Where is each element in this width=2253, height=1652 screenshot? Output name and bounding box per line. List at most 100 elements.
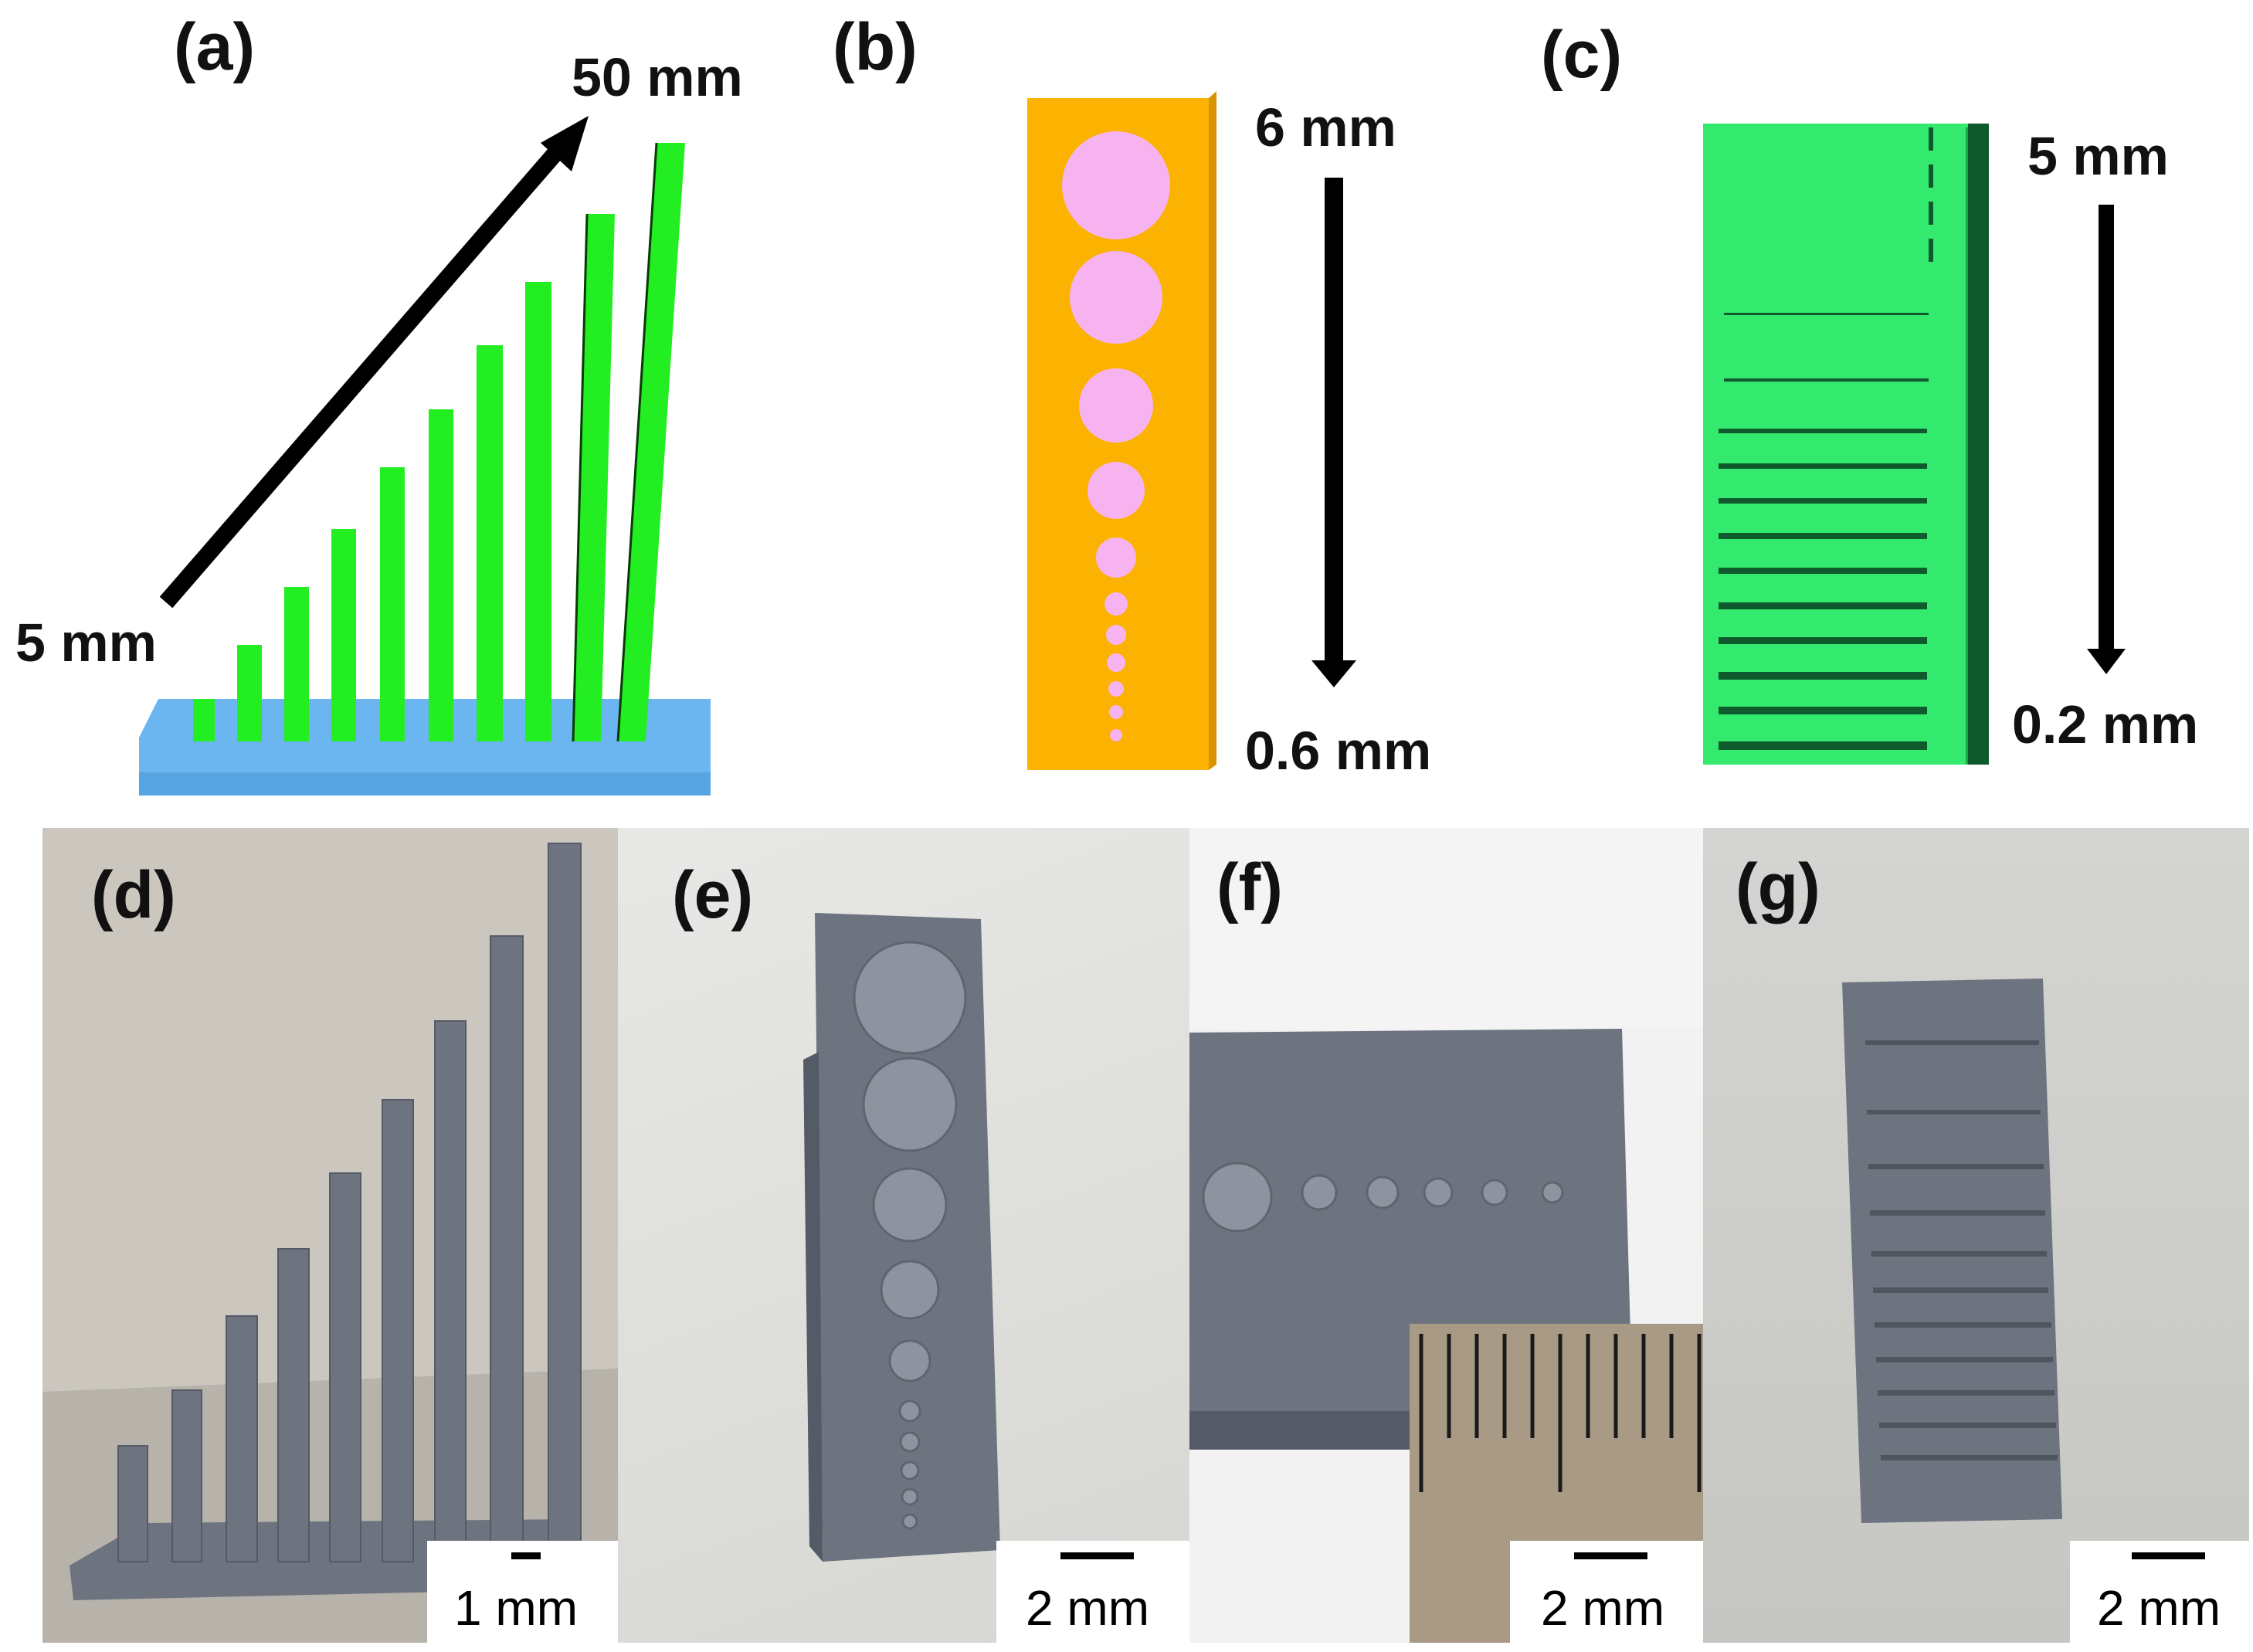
pillar [380, 467, 405, 741]
photo-e-holes [618, 828, 1189, 1643]
printed-hole [862, 1057, 958, 1152]
hole [1104, 592, 1128, 616]
printed-hole [898, 1399, 921, 1423]
printed-hole [872, 1167, 948, 1243]
scale-bar-d [511, 1552, 541, 1559]
slot [1719, 463, 1927, 469]
pillar [477, 345, 503, 741]
pillar [284, 587, 309, 741]
slot-block [1703, 124, 1989, 765]
printed-hole [901, 1513, 918, 1530]
panel-label-f: (f) [1216, 850, 1283, 924]
dimension-label-max-width: 5 mm [2027, 126, 2169, 186]
printed-hole [900, 1460, 920, 1481]
scale-label-f: 2 mm [1541, 1580, 1664, 1636]
scale-bar-f [1574, 1552, 1647, 1559]
printed-slot-block [1842, 979, 2062, 1523]
height-arrow-head [541, 116, 589, 171]
pillar [618, 143, 685, 741]
printed-pillar [117, 1445, 148, 1562]
printed-pillar [171, 1389, 202, 1562]
panel-label-c: (c) [1541, 18, 1623, 92]
hole [1087, 462, 1145, 519]
pillar-array [193, 142, 685, 742]
printed-hole [880, 1260, 940, 1320]
slot [1719, 533, 1927, 539]
slot [1719, 741, 1927, 750]
printed-hole [853, 941, 967, 1055]
dimension-label-min-height: 5 mm [15, 612, 157, 673]
panel-b-diagram [1027, 91, 1356, 770]
printed-slot [1881, 1455, 2058, 1460]
printed-hole [1481, 1179, 1508, 1206]
printed-slot [1878, 1390, 2055, 1396]
printed-hole [1301, 1174, 1338, 1211]
printed-hole [888, 1339, 931, 1382]
slot [1719, 429, 1927, 433]
hole [1109, 705, 1123, 719]
hole [1108, 681, 1124, 697]
diameter-arrow-head [1311, 660, 1356, 687]
printed-hole [1423, 1177, 1454, 1208]
slot [1719, 707, 1927, 714]
dimension-label-min-width: 0.2 mm [2012, 694, 2199, 755]
printed-slot [1870, 1210, 2045, 1216]
slot-array [1719, 313, 1929, 750]
photo-f-holes-top [1189, 828, 1703, 1643]
dimension-label-max-diameter: 6 mm [1255, 97, 1396, 158]
panel-c-diagram [1703, 124, 2126, 765]
printed-slot [1868, 1164, 2044, 1169]
slot [1724, 378, 1929, 382]
printed-hole [901, 1487, 919, 1506]
panel-label-a: (a) [174, 10, 256, 84]
hole [1079, 368, 1153, 443]
hole [1107, 653, 1125, 672]
scale-bar-e [1060, 1552, 1134, 1559]
printed-hole [1202, 1162, 1273, 1233]
pillar [237, 645, 262, 741]
printed-pillar [548, 843, 582, 1562]
printed-hole [1366, 1175, 1400, 1209]
slot [1724, 313, 1929, 315]
slot [1719, 602, 1927, 609]
slot [1719, 637, 1927, 644]
photo-d-pillars [42, 828, 618, 1643]
printed-slot [1875, 1322, 2051, 1328]
height-arrow-shaft [159, 133, 575, 609]
printed-hole [1541, 1181, 1564, 1204]
printed-slot [1876, 1357, 2053, 1362]
hole [1096, 538, 1136, 578]
width-arrow-head [2087, 649, 2126, 674]
printed-slot [1865, 1040, 2039, 1045]
printed-slot [1867, 1110, 2041, 1114]
slot [1719, 498, 1927, 504]
hole [1070, 251, 1162, 344]
printed-slot [1879, 1423, 2056, 1428]
printed-pillar [277, 1248, 310, 1562]
pillar [331, 529, 356, 741]
photo-g-slots [1703, 828, 2249, 1643]
panel-label-g: (g) [1736, 850, 1820, 924]
printed-slot [1871, 1251, 2047, 1257]
pillar [193, 699, 215, 741]
panel-label-e: (e) [672, 858, 754, 932]
printed-pillar [226, 1315, 258, 1562]
panel-label-b: (b) [833, 10, 918, 84]
pillar [429, 409, 453, 741]
slot [1719, 672, 1927, 680]
scale-label-e: 2 mm [1026, 1580, 1149, 1636]
pillar [525, 282, 551, 741]
hole [1106, 625, 1126, 645]
panel-label-d: (d) [91, 858, 176, 932]
dimension-label-max-height: 50 mm [572, 47, 743, 107]
panel-a-diagram [139, 116, 711, 795]
printed-pillar [382, 1099, 414, 1562]
scale-bar-g [2132, 1552, 2205, 1559]
slot [1719, 568, 1927, 574]
hole [1110, 729, 1122, 741]
hole [1062, 131, 1170, 239]
printed-slot [1873, 1287, 2048, 1293]
scale-label-g: 2 mm [2097, 1580, 2221, 1636]
scale-label-d: 1 mm [454, 1580, 578, 1636]
